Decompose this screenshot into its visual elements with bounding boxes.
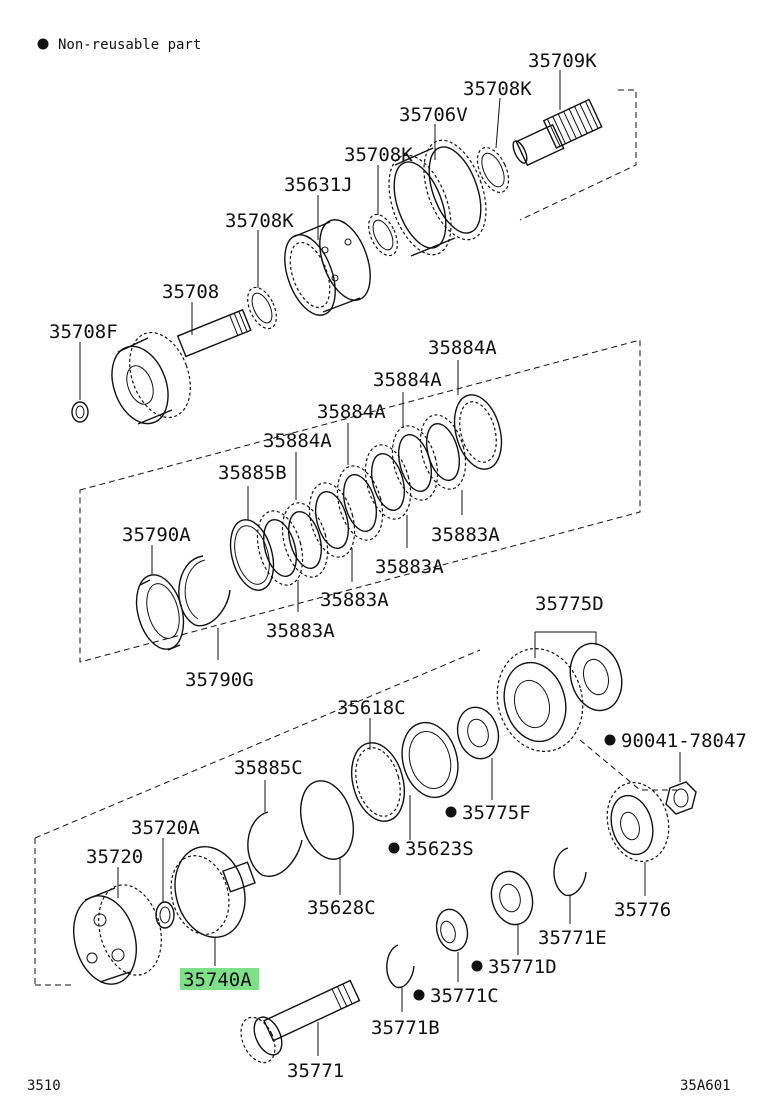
part-35883A-1[interactable] bbox=[250, 506, 310, 590]
label-35884A-c: 35884A bbox=[317, 401, 386, 423]
part-35628C[interactable] bbox=[292, 775, 361, 865]
label-35775F: 35775F bbox=[462, 802, 531, 824]
part-35775F[interactable] bbox=[452, 703, 504, 764]
label-35771D: 35771D bbox=[488, 956, 557, 978]
part-35776[interactable] bbox=[599, 776, 678, 869]
label-35884A-b: 35884A bbox=[373, 369, 442, 391]
part-35771[interactable] bbox=[234, 979, 361, 1069]
part-35790G[interactable] bbox=[178, 555, 231, 627]
part-35775D[interactable] bbox=[486, 638, 629, 761]
label-35883A-mid: 35883A bbox=[375, 556, 444, 578]
footer-right-code: 35A601 bbox=[680, 1078, 731, 1094]
leader-35775D bbox=[534, 631, 597, 658]
label-35884A-d: 35884A bbox=[263, 430, 332, 452]
label-35740A[interactable]: 35740A bbox=[183, 969, 252, 991]
part-35740A[interactable] bbox=[163, 839, 256, 945]
label-35776: 35776 bbox=[614, 899, 671, 921]
part-35883A-2[interactable] bbox=[302, 478, 362, 562]
part-35720A[interactable] bbox=[155, 901, 175, 929]
non-reusable-90041-icon bbox=[604, 734, 616, 746]
part-35884A-2[interactable] bbox=[330, 461, 390, 545]
label-35883A-right: 35883A bbox=[431, 524, 500, 546]
part-35885C[interactable] bbox=[247, 811, 303, 877]
part-35884A-1[interactable] bbox=[275, 498, 335, 582]
label-35775D: 35775D bbox=[535, 593, 604, 615]
part-35883A-3[interactable] bbox=[358, 440, 418, 524]
label-35885B: 35885B bbox=[218, 462, 287, 484]
label-35623S: 35623S bbox=[405, 838, 474, 860]
part-35709K[interactable] bbox=[510, 98, 603, 167]
label-35708F: 35708F bbox=[49, 321, 118, 343]
footer-left-code: 3510 bbox=[27, 1078, 61, 1094]
label-90041-78047: 90041-78047 bbox=[621, 730, 747, 752]
part-35720[interactable] bbox=[64, 878, 171, 991]
part-35884A-4[interactable] bbox=[447, 390, 509, 475]
part-35708K-upper[interactable] bbox=[471, 143, 515, 197]
group3-dashed-outline bbox=[34, 649, 481, 986]
part-35771E[interactable] bbox=[553, 847, 587, 897]
part-35771B[interactable] bbox=[386, 944, 415, 989]
part-35708K-lower[interactable] bbox=[242, 283, 282, 333]
group3-dashed-connector bbox=[579, 739, 680, 791]
label-35885C: 35885C bbox=[234, 757, 303, 779]
legend-text: Non-reusable part bbox=[58, 37, 201, 53]
label-35720A: 35720A bbox=[131, 817, 200, 839]
part-35885B[interactable] bbox=[223, 515, 280, 595]
part-35883A-4[interactable] bbox=[413, 410, 473, 494]
non-reusable-35623S-icon bbox=[388, 842, 400, 854]
part-35884A-3[interactable] bbox=[385, 421, 445, 505]
label-35771C: 35771C bbox=[430, 985, 499, 1007]
label-35708K-lower: 35708K bbox=[225, 210, 294, 232]
part-90041-78047[interactable] bbox=[665, 781, 697, 815]
part-35623S[interactable] bbox=[394, 716, 466, 803]
part-35771C[interactable] bbox=[432, 906, 472, 954]
label-35628C: 35628C bbox=[307, 897, 376, 919]
leader-35708K-upper bbox=[495, 97, 501, 149]
label-35631J: 35631J bbox=[284, 174, 353, 196]
label-35708: 35708 bbox=[162, 281, 219, 303]
label-35771: 35771 bbox=[287, 1060, 344, 1082]
group2-dashed-outline bbox=[79, 339, 641, 663]
non-reusable-35771D-icon bbox=[471, 960, 483, 972]
highlight-35740A bbox=[180, 968, 259, 990]
label-35790A: 35790A bbox=[122, 524, 191, 546]
label-35706V: 35706V bbox=[399, 104, 468, 126]
part-35708K-middle[interactable] bbox=[363, 210, 403, 260]
part-35790A[interactable] bbox=[129, 570, 191, 655]
label-35883A-low: 35883A bbox=[320, 589, 389, 611]
label-35708K-middle: 35708K bbox=[344, 144, 413, 166]
part-35618C[interactable] bbox=[343, 737, 412, 827]
part-35706V[interactable] bbox=[377, 132, 498, 263]
non-reusable-35771C-icon bbox=[413, 989, 425, 1001]
non-reusable-bullet-icon bbox=[37, 38, 49, 50]
label-35883A-bottom: 35883A bbox=[266, 620, 335, 642]
label-35720: 35720 bbox=[86, 846, 143, 868]
label-35708K-upper: 35708K bbox=[463, 78, 532, 100]
label-35618C: 35618C bbox=[337, 697, 406, 719]
label-35884A-top: 35884A bbox=[428, 337, 497, 359]
part-35631J[interactable] bbox=[275, 213, 380, 322]
label-35771E: 35771E bbox=[538, 927, 607, 949]
label-35771B: 35771B bbox=[371, 1017, 440, 1039]
label-35709K: 35709K bbox=[528, 50, 597, 72]
group1-dashed-outline bbox=[519, 89, 637, 221]
label-35790G: 35790G bbox=[185, 669, 254, 691]
part-35708F[interactable] bbox=[71, 401, 89, 423]
non-reusable-35775F-icon bbox=[445, 806, 457, 818]
part-35708[interactable] bbox=[102, 308, 252, 432]
part-35771D[interactable] bbox=[486, 867, 539, 930]
